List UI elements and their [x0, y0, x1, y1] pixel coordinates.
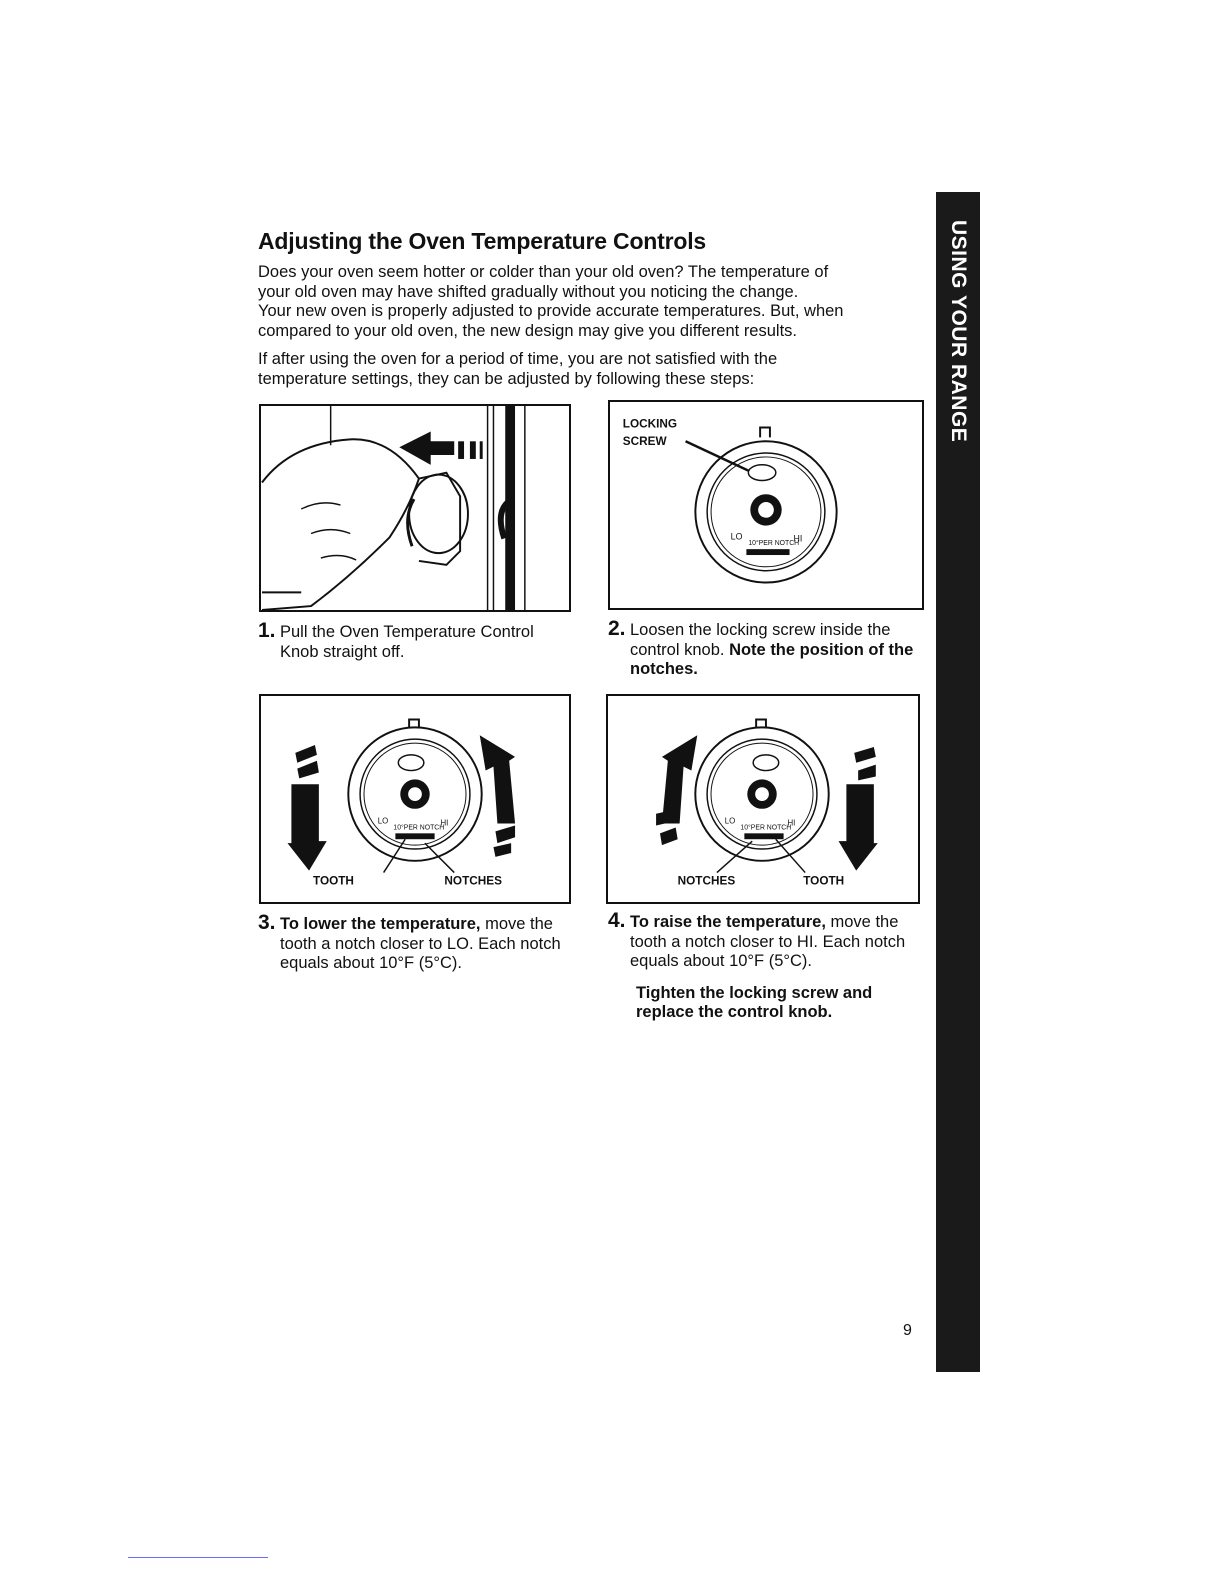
figure-locking-screw: LOCKING SCREW LO 10°PER NOTCH HI — [608, 400, 924, 610]
step-bold-text: To raise the temperature, — [630, 913, 826, 931]
page-title: Adjusting the Oven Temperature Controls — [258, 228, 706, 254]
dial-lo: LO — [725, 817, 735, 826]
step-number: 2. — [608, 617, 626, 640]
step-plain-text: Loosen the locking screw inside the cont… — [630, 621, 891, 659]
dial-lower-illustration: LO 10°PER NOTCH HI TOOTH NOTCHES — [287, 718, 516, 887]
footnote-rule — [128, 1557, 268, 1558]
step-4: 4. To raise the temperature, move the to… — [608, 909, 938, 1023]
screw-icon — [752, 754, 780, 772]
arrow-cw-icon — [838, 784, 878, 871]
step-note: Tighten the locking screw and replace th… — [636, 983, 873, 1022]
figure-pull-knob — [259, 404, 571, 612]
page-number: 9 — [903, 1322, 912, 1339]
label-tooth: TOOTH — [313, 874, 354, 887]
dial-hi: HI — [441, 818, 449, 827]
label-screw: SCREW — [623, 435, 668, 448]
arrow-ccw-icon — [287, 784, 327, 871]
dial-notch-text: 10°PER NOTCH — [393, 823, 444, 831]
intro-line: If after using the oven for a period of … — [258, 350, 778, 368]
label-locking: LOCKING — [623, 418, 677, 431]
step-3: 3. To lower the temperature, move the to… — [258, 911, 578, 974]
intro-paragraph-2: If after using the oven for a period of … — [258, 350, 938, 389]
dial-hi: HI — [793, 533, 802, 543]
intro-line: Does your oven seem hotter or colder tha… — [258, 263, 829, 281]
arrow-cw-icon — [479, 735, 516, 824]
step-number: 1. — [258, 619, 276, 642]
intro-paragraph-1: Does your oven seem hotter or colder tha… — [258, 263, 938, 341]
step-line: Knob straight off. — [280, 642, 405, 661]
dial-locking-screw-illustration: LOCKING SCREW LO 10°PER NOTCH HI — [623, 418, 838, 584]
label-notches: NOTCHES — [444, 874, 502, 887]
label-notches: NOTCHES — [678, 874, 736, 887]
step-plain-text: move the tooth a notch closer to LO. Eac… — [280, 915, 561, 972]
hand-knob-illustration — [261, 406, 526, 610]
screw-icon — [397, 754, 425, 772]
dial-lo: LO — [378, 817, 388, 826]
step-number: 4. — [608, 909, 626, 932]
intro-line: your old oven may have shifted gradually… — [258, 282, 799, 301]
step-text: Loosen the locking screw inside the cont… — [630, 621, 920, 680]
step-text: Pull the Oven Temperature Control Knob s… — [280, 623, 578, 662]
step-2: 2. Loosen the locking screw inside the c… — [608, 617, 928, 680]
dial-raise-illustration: LO 10°PER NOTCH HI NOTCHES TOOTH — [656, 718, 878, 887]
intro-line: temperature settings, they can be adjust… — [258, 369, 755, 388]
step-bold-text: Note the position of the notches. — [630, 640, 914, 679]
step-text: To lower the temperature, move the tooth… — [280, 915, 570, 974]
dial-lo: LO — [731, 531, 743, 541]
step-bold-text: To lower the temperature, — [280, 915, 481, 933]
figure-raise-temperature: LO 10°PER NOTCH HI NOTCHES TOOTH — [606, 694, 920, 904]
figure-lower-temperature: LO 10°PER NOTCH HI TOOTH NOTCHES — [259, 694, 571, 904]
step-text: To raise the temperature, move the tooth… — [630, 913, 922, 972]
step-1: 1. Pull the Oven Temperature Control Kno… — [258, 619, 578, 662]
step-plain-text: move the tooth a notch closer to HI. Eac… — [630, 913, 906, 970]
side-tab-label: USING YOUR RANGE — [947, 220, 970, 443]
intro-line: Your new oven is properly adjusted to pr… — [258, 302, 844, 320]
screw-icon — [747, 464, 777, 482]
intro-line: compared to your old oven, the new desig… — [258, 321, 797, 340]
step-number: 3. — [258, 911, 276, 934]
dial-notch-text: 10°PER NOTCH — [740, 823, 791, 831]
dial-hi: HI — [788, 818, 796, 827]
arrow-ccw-icon — [661, 735, 698, 824]
label-tooth: TOOTH — [803, 874, 844, 887]
section-side-tab: USING YOUR RANGE — [936, 192, 980, 1372]
dial-notch-text: 10°PER NOTCH — [748, 539, 799, 547]
step-line: Pull the Oven Temperature Control — [280, 623, 534, 641]
